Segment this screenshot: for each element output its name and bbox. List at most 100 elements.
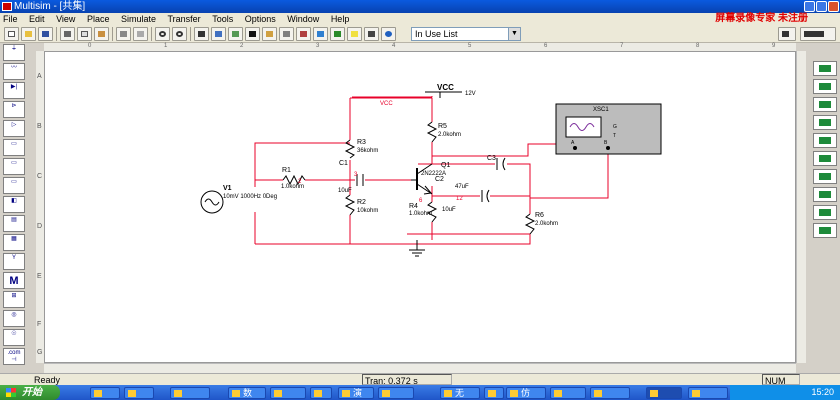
netlist-icon[interactable]	[262, 27, 277, 41]
menu-edit[interactable]: Edit	[29, 14, 45, 24]
wattmeter-icon[interactable]	[813, 97, 837, 112]
source-component-icon[interactable]: ⏚	[3, 44, 25, 61]
taskbar-item-active[interactable]	[646, 387, 682, 399]
save-icon[interactable]	[38, 27, 53, 41]
toolbar-separator	[151, 27, 152, 41]
taskbar-item[interactable]	[484, 387, 504, 399]
menu-help[interactable]: Help	[330, 14, 350, 24]
taskbar-item[interactable]	[550, 387, 586, 399]
taskbar-item[interactable]	[90, 387, 120, 399]
r4-value: 1.0kohm	[409, 211, 432, 217]
component-toolbar: ⏚ 〰 ▶| ⊳ ▷ ▭ ▭ ▭ ◧ ▤ ▦ Y M ⊞ ◎ ☉ .com⊣	[0, 43, 28, 373]
new-file-icon[interactable]	[4, 27, 19, 41]
menu-tools[interactable]: Tools	[212, 14, 234, 24]
r1-ref: R1	[282, 167, 291, 174]
maximize-button[interactable]	[816, 1, 827, 12]
grapher-icon[interactable]	[211, 27, 226, 41]
rf-component-icon[interactable]: Y	[3, 253, 25, 270]
virtual-instrument-icon[interactable]	[364, 27, 379, 41]
component-icon[interactable]	[194, 27, 209, 41]
mixed-component-icon[interactable]: ◧	[3, 196, 25, 213]
in-use-list-dropdown[interactable]: In Use List ▼	[411, 27, 521, 41]
function-generator-icon[interactable]	[813, 79, 837, 94]
resistor-r6-icon	[524, 213, 536, 235]
chevron-down-icon[interactable]: ▼	[508, 28, 520, 40]
highlight-icon[interactable]	[347, 27, 362, 41]
r5-value: 2.0kohm	[438, 132, 461, 138]
word-generator-icon[interactable]	[813, 151, 837, 166]
electromechanical-icon[interactable]: M	[3, 272, 25, 289]
ttl-component-icon[interactable]: ▭	[3, 139, 25, 156]
close-button[interactable]	[828, 1, 839, 12]
start-button[interactable]: 开始	[0, 385, 60, 400]
scope-terminal-a	[573, 146, 577, 150]
indicator-component-icon[interactable]: ▤	[3, 215, 25, 232]
bode-plotter-icon[interactable]	[813, 133, 837, 148]
menu-window[interactable]: Window	[287, 14, 320, 24]
simulate-switch-icon[interactable]	[778, 27, 796, 41]
ladder-diagram-icon[interactable]: ⊞	[3, 291, 25, 308]
print-icon[interactable]	[116, 27, 131, 41]
zoom-out-icon[interactable]	[172, 27, 187, 41]
cmos-component-icon[interactable]: ▭	[3, 158, 25, 175]
horizontal-scrollbar[interactable]	[44, 363, 796, 373]
zoom-in-icon[interactable]	[155, 27, 170, 41]
taskbar-item[interactable]: 演	[338, 387, 374, 399]
taskbar-item[interactable]	[270, 387, 306, 399]
vertical-scrollbar[interactable]	[796, 51, 806, 363]
logic-converter-icon[interactable]	[813, 187, 837, 202]
web-component-icon[interactable]: .com⊣	[3, 348, 25, 365]
postprocessor-icon[interactable]	[279, 27, 294, 41]
electrical-rules-icon[interactable]	[296, 27, 311, 41]
misc-digital-icon[interactable]: ▭	[3, 177, 25, 194]
multimeter-icon[interactable]	[813, 61, 837, 76]
taskbar-item[interactable]	[688, 387, 728, 399]
basic-component-icon[interactable]: 〰	[3, 63, 25, 80]
minimize-button[interactable]	[804, 1, 815, 12]
taskbar-item[interactable]: 仿	[506, 387, 546, 399]
spreadsheet-icon[interactable]	[245, 27, 260, 41]
advanced-peripheral-icon[interactable]: ◎	[3, 310, 25, 327]
open-folder-icon[interactable]	[21, 27, 36, 41]
taskbar-item[interactable]: 数	[228, 387, 266, 399]
copy-icon[interactable]	[77, 27, 92, 41]
wire-scope-b	[530, 144, 609, 199]
paste-icon[interactable]	[94, 27, 109, 41]
lamp-component-icon[interactable]: ☉	[3, 329, 25, 346]
oscilloscope-icon[interactable]	[813, 115, 837, 130]
cut-icon[interactable]	[60, 27, 75, 41]
taskbar-item[interactable]	[378, 387, 414, 399]
taskbar-item[interactable]	[124, 387, 154, 399]
taskbar-item[interactable]	[170, 387, 210, 399]
run-simulation-icon[interactable]	[800, 27, 836, 41]
back-annotate-icon[interactable]	[330, 27, 345, 41]
v1-ref: V1	[223, 185, 232, 192]
schematic-canvas[interactable]: VCC 12V VCC V1 10mV 1000Hz 0Deg R1 1.0ko…	[44, 51, 796, 363]
wire-vcc	[352, 96, 433, 98]
misc-component-icon[interactable]: ▦	[3, 234, 25, 251]
menu-place[interactable]: Place	[86, 14, 110, 24]
diode-component-icon[interactable]: ▶|	[3, 82, 25, 99]
help-icon[interactable]	[381, 27, 396, 41]
spectrum-analyzer-icon[interactable]	[813, 223, 837, 238]
print-preview-icon[interactable]	[133, 27, 148, 41]
instrument-toolbar	[808, 43, 840, 373]
capacitor-c3-plate-b	[502, 157, 506, 171]
sine-wave-icon	[204, 198, 220, 206]
distortion-analyzer-icon[interactable]	[813, 205, 837, 220]
analog-component-icon[interactable]: ▷	[3, 120, 25, 137]
taskbar-item[interactable]	[310, 387, 332, 399]
menu-file[interactable]: File	[3, 14, 18, 24]
menu-view[interactable]: View	[56, 14, 76, 24]
menu-simulate[interactable]: Simulate	[120, 14, 156, 24]
taskbar-item[interactable]	[590, 387, 630, 399]
menu-transfer[interactable]: Transfer	[167, 14, 201, 24]
transfer-icon[interactable]	[313, 27, 328, 41]
menu-options[interactable]: Options	[244, 14, 276, 24]
c1-value: 10uF	[338, 188, 352, 194]
database-icon[interactable]	[228, 27, 243, 41]
taskbar-item[interactable]: 无	[440, 387, 480, 399]
oscilloscope-xsc1[interactable]	[555, 103, 662, 155]
logic-analyzer-icon[interactable]	[813, 169, 837, 184]
transistor-component-icon[interactable]: ⊳	[3, 101, 25, 118]
